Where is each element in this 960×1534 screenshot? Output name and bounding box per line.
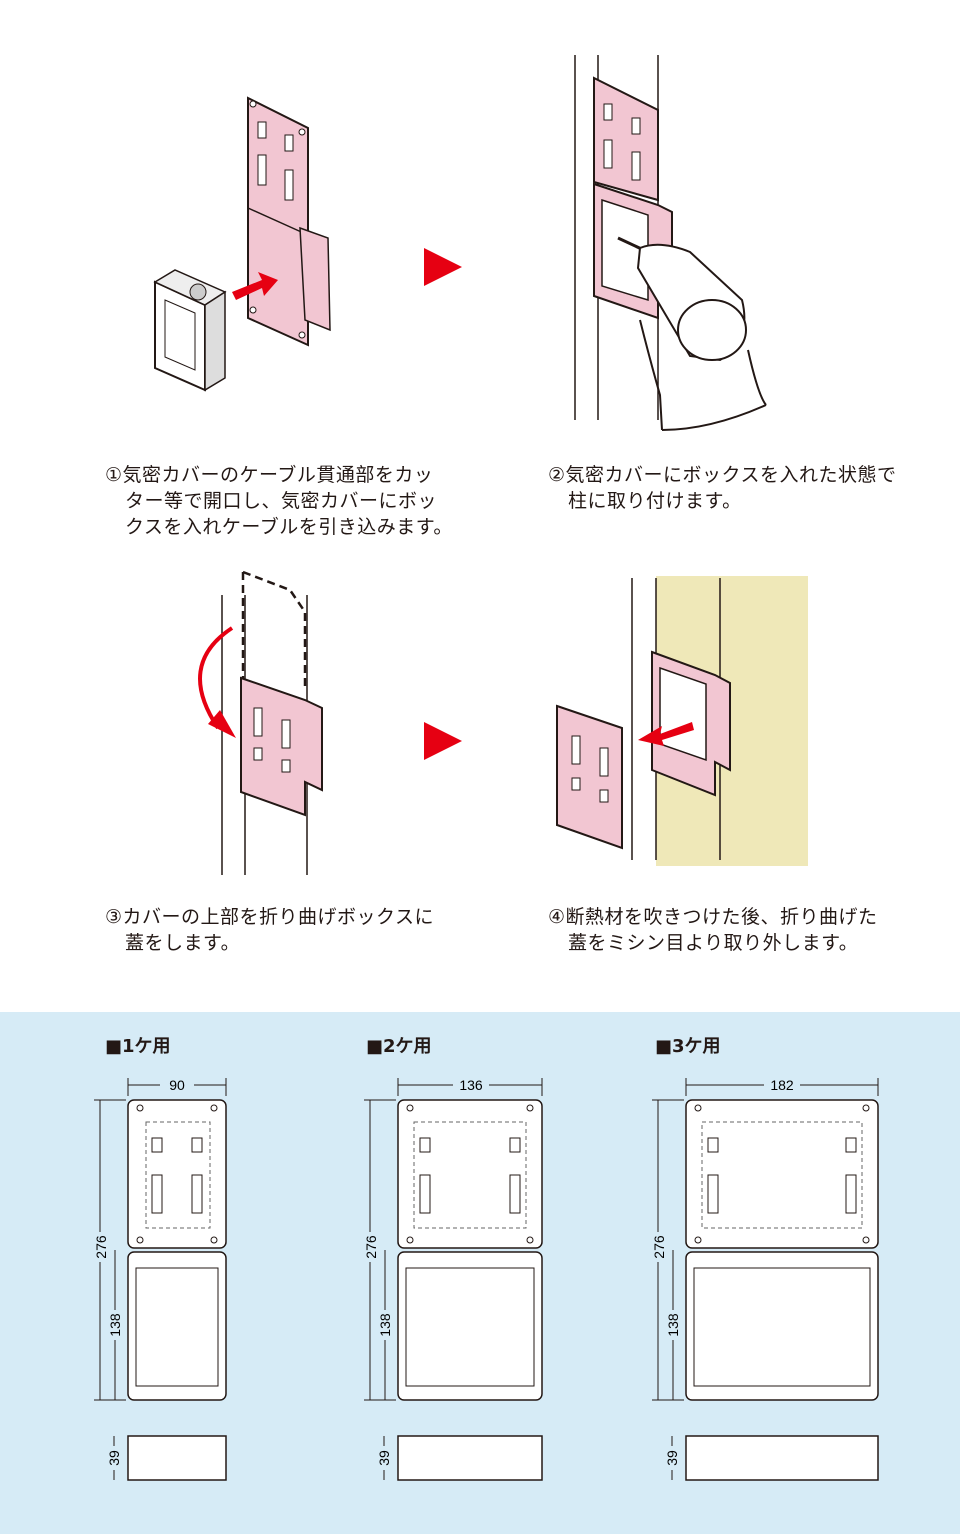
step4-line1: ④断熱材を吹きつけた後、折り曲げた: [548, 906, 878, 928]
next-arrow-2: [424, 722, 462, 760]
step1-illustration: [153, 96, 331, 392]
step3-illustration: [198, 570, 323, 875]
spec-label-1: ■1ケ用: [105, 1036, 171, 1057]
step4-caption: ④断熱材を吹きつけた後、折り曲げた 蓋をミシン目より取り外します。: [548, 904, 878, 956]
spec1-width-label: 90: [169, 1077, 185, 1093]
spec3-height-label: 276: [651, 1235, 667, 1259]
remove-arrow: [638, 722, 694, 746]
spec1-height-label: 276: [93, 1235, 109, 1259]
lid-closed: [240, 676, 323, 817]
spec2-depth-label: 39: [376, 1450, 392, 1466]
step1-caption: ①気密カバーのケーブル貫通部をカッ ター等で開口し、気密カバーにボッ クスを入れ…: [105, 462, 453, 540]
spec2-height-label: 276: [363, 1235, 379, 1259]
step3-caption: ③カバーの上部を折り曲げボックスに 蓋をします。: [105, 904, 434, 956]
spec3-depth-label: 39: [664, 1450, 680, 1466]
step2-caption: ②気密カバーにボックスを入れた状態で 柱に取り付けます。: [548, 462, 896, 514]
spec1-depth-label: 39: [106, 1450, 122, 1466]
spec1-box-height-label: 138: [107, 1313, 123, 1337]
spec3-box-height-label: 138: [665, 1313, 681, 1337]
step3-line2: 蓋をします。: [125, 932, 241, 954]
step4-illustration: [556, 576, 808, 866]
step1-line1: ①気密カバーのケーブル貫通部をカッ: [105, 464, 434, 486]
outlet-box: [153, 269, 227, 392]
spec2-width-label: 136: [459, 1077, 483, 1093]
step1-line3: クスを入れケーブルを引き込みます。: [125, 516, 453, 538]
spec3-width-label: 182: [770, 1077, 794, 1093]
screwdriver-hand: [617, 236, 767, 431]
step1-line2: ター等で開口し、気密カバーにボッ: [125, 490, 438, 512]
fold-arrow: [198, 626, 234, 730]
step3-line1: ③カバーの上部を折り曲げボックスに: [105, 906, 434, 928]
step2-illustration: [574, 55, 767, 431]
removed-lid: [556, 704, 623, 850]
step2-line1: ②気密カバーにボックスを入れた状態で: [548, 464, 897, 486]
step2-line2: 柱に取り付けます。: [568, 490, 742, 512]
spec-label-3: ■3ケ用: [655, 1036, 721, 1057]
insert-arrow: [232, 272, 278, 300]
spec-label-2: ■2ケ用: [366, 1036, 432, 1057]
spec2-box-height-label: 138: [377, 1313, 393, 1337]
step4-line2: 蓋をミシン目より取り外します。: [568, 932, 859, 954]
next-arrow-1: [424, 248, 462, 286]
